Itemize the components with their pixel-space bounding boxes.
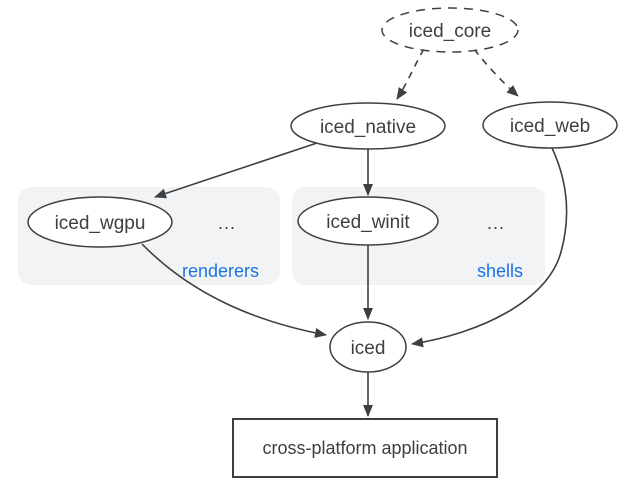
iced-web-label: iced_web <box>510 116 590 137</box>
node-cross-platform-application: cross-platform application <box>232 418 498 478</box>
iced-wgpu-ellipse <box>27 196 173 248</box>
node-iced-web: iced_web <box>482 101 618 149</box>
iced-native-label: iced_native <box>320 117 416 138</box>
renderers-ellipsis: ... <box>218 213 236 233</box>
iced-ellipse <box>329 321 407 373</box>
shells-group-label: shells <box>477 261 523 281</box>
application-label: cross-platform application <box>262 438 467 458</box>
iced-winit-ellipse <box>297 196 439 246</box>
edge-iced-core-to-iced-web <box>473 48 519 97</box>
iced-native-ellipse <box>290 102 446 150</box>
node-iced-core: iced_core <box>381 7 519 53</box>
node-iced-wgpu: iced_wgpu <box>27 196 173 248</box>
edge-iced-web-to-iced <box>411 147 568 348</box>
iced-label: iced <box>351 338 386 359</box>
iced-winit-label: iced_winit <box>326 212 410 233</box>
iced-core-ellipse <box>381 7 519 53</box>
edge-iced-wgpu-to-iced <box>141 243 327 338</box>
edge-iced-core-to-iced-native <box>396 48 425 100</box>
edge-iced-native-to-iced-wgpu <box>154 142 318 199</box>
application-box <box>232 418 498 478</box>
node-iced-native: iced_native <box>290 102 446 150</box>
node-iced: iced <box>329 321 407 373</box>
iced-web-ellipse <box>482 101 618 149</box>
iced-wgpu-label: iced_wgpu <box>55 213 146 234</box>
shells-ellipsis: ... <box>487 213 505 233</box>
iced-core-label: iced_core <box>409 21 491 42</box>
renderers-group-label: renderers <box>182 261 259 281</box>
node-iced-winit: iced_winit <box>297 196 439 246</box>
